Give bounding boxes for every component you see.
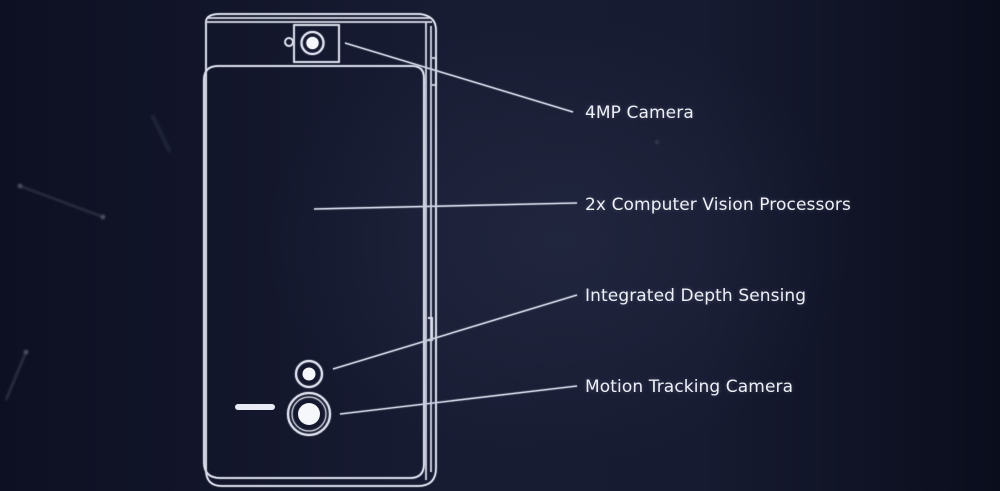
motion-camera-lens <box>298 403 320 425</box>
depth-sensor-lens <box>302 367 316 381</box>
leader-line-depth-sensing <box>332 294 578 370</box>
callout-vision-processors: 2x Computer Vision Processors <box>585 195 851 215</box>
flash-strip <box>235 404 275 410</box>
callout-depth-sensing: Integrated Depth Sensing <box>585 286 807 306</box>
phone-outline <box>203 13 437 487</box>
rear-sensors <box>287 360 331 436</box>
leader-line-camera-4mp <box>344 42 574 113</box>
callout-camera-4mp: 4MP Camera <box>585 103 694 123</box>
top-camera-lens <box>306 37 319 49</box>
leader-line-motion-tracking <box>339 385 578 415</box>
background-constellation <box>5 114 659 401</box>
leader-line-vision-processors <box>313 202 578 210</box>
callout-motion-tracking: Motion Tracking Camera <box>585 377 794 397</box>
leader-lines <box>313 42 578 415</box>
